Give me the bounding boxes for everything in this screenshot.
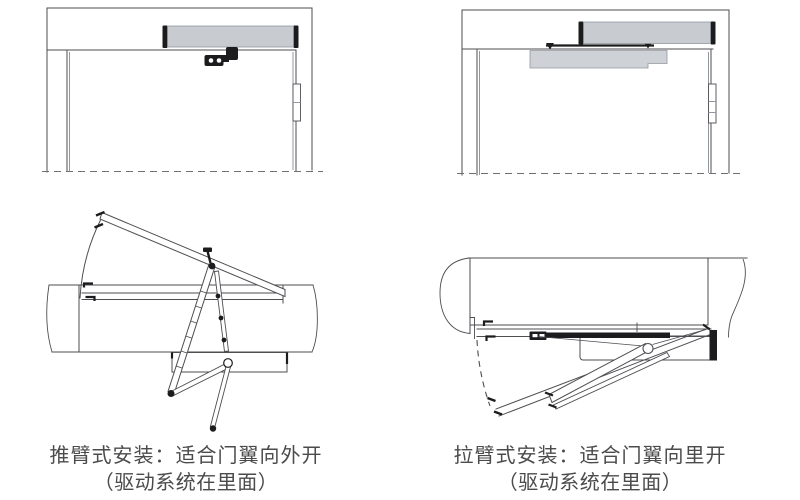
center-pivot [223, 358, 233, 368]
shoe-slot [532, 334, 538, 338]
pivot-stem [206, 250, 212, 264]
operator-end-cap-right [293, 25, 299, 48]
swing-arc [476, 339, 491, 407]
shoe-slot [539, 334, 545, 338]
door-end-mark [95, 210, 105, 217]
door-operator-box [583, 21, 711, 44]
slide-rail-bar [533, 332, 670, 338]
slide-shoe [529, 331, 547, 340]
wall-break-left [46, 284, 53, 353]
wall-outline [46, 7, 313, 173]
door-operator-box [167, 25, 294, 48]
slide-arm-foot-left [546, 43, 554, 50]
arm-guide-line [537, 336, 644, 347]
push-arm-elevation [42, 7, 323, 173]
wall-break-right [728, 258, 746, 338]
pull-arm-caption: 拉臂式安装：适合门翼向里开 （驱动系统在里面） [406, 443, 774, 497]
shoe-screw [208, 58, 214, 63]
door-pivot-block [208, 262, 216, 270]
wall-break-right [311, 284, 318, 353]
push-arm-link [219, 55, 229, 62]
push-arm-caption-line2: （驱动系统在里面） [93, 472, 279, 494]
center-pivot [642, 342, 654, 355]
rod-joint [215, 293, 221, 299]
push-arm-caption: 推臂式安装：适合门翼向外开 （驱动系统在里面） [0, 443, 372, 497]
operator-end-cap-left [578, 21, 584, 45]
wall-outline [461, 9, 730, 176]
door-end-mark [487, 396, 496, 403]
door-open-line [498, 333, 713, 417]
operator-end-cap-right [710, 21, 716, 45]
push-arm-caption-line1: 推臂式安装：适合门翼向外开 [49, 445, 323, 467]
hinge-mark [85, 295, 96, 301]
pull-arm-caption-line1: 拉臂式安装：适合门翼向里开 [453, 445, 727, 467]
latch-mark [482, 320, 493, 326]
hinge-corner-mark [702, 323, 711, 331]
slide-rail [529, 50, 668, 69]
pivot-cap [203, 247, 212, 252]
wall-break-left [439, 257, 471, 334]
arm-guide-line [652, 329, 707, 345]
pull-arm-elevation [457, 9, 741, 176]
link-end-cap [209, 425, 217, 432]
lock-plate [708, 83, 717, 124]
housing-end-cap [709, 330, 717, 361]
push-arm-shoe [204, 55, 224, 66]
pull-rod [552, 351, 671, 410]
rod-joint [221, 337, 227, 343]
slide-arm-foot-right [644, 42, 652, 49]
door-end-mark [94, 222, 104, 229]
push-arm-plan [46, 210, 318, 432]
pull-arm-caption-line2: （驱动系统在里面） [497, 472, 683, 494]
rod-joint [218, 315, 224, 321]
door-end-mark [493, 410, 503, 416]
arm-end-mark [548, 403, 557, 409]
arm-elbow [167, 390, 175, 397]
latch-mark [485, 335, 496, 341]
door-leaf-open [99, 211, 286, 298]
arm-end-mark [544, 391, 554, 397]
pull-arm-plan [439, 257, 748, 417]
arm-hatching [175, 290, 207, 369]
hinge-mark [82, 282, 93, 288]
shoe-screw [216, 58, 222, 63]
jamb-notch [470, 317, 475, 339]
operator-end-cap-left [162, 25, 168, 48]
swing-arc [79, 218, 102, 299]
spindle-rod [213, 270, 230, 353]
